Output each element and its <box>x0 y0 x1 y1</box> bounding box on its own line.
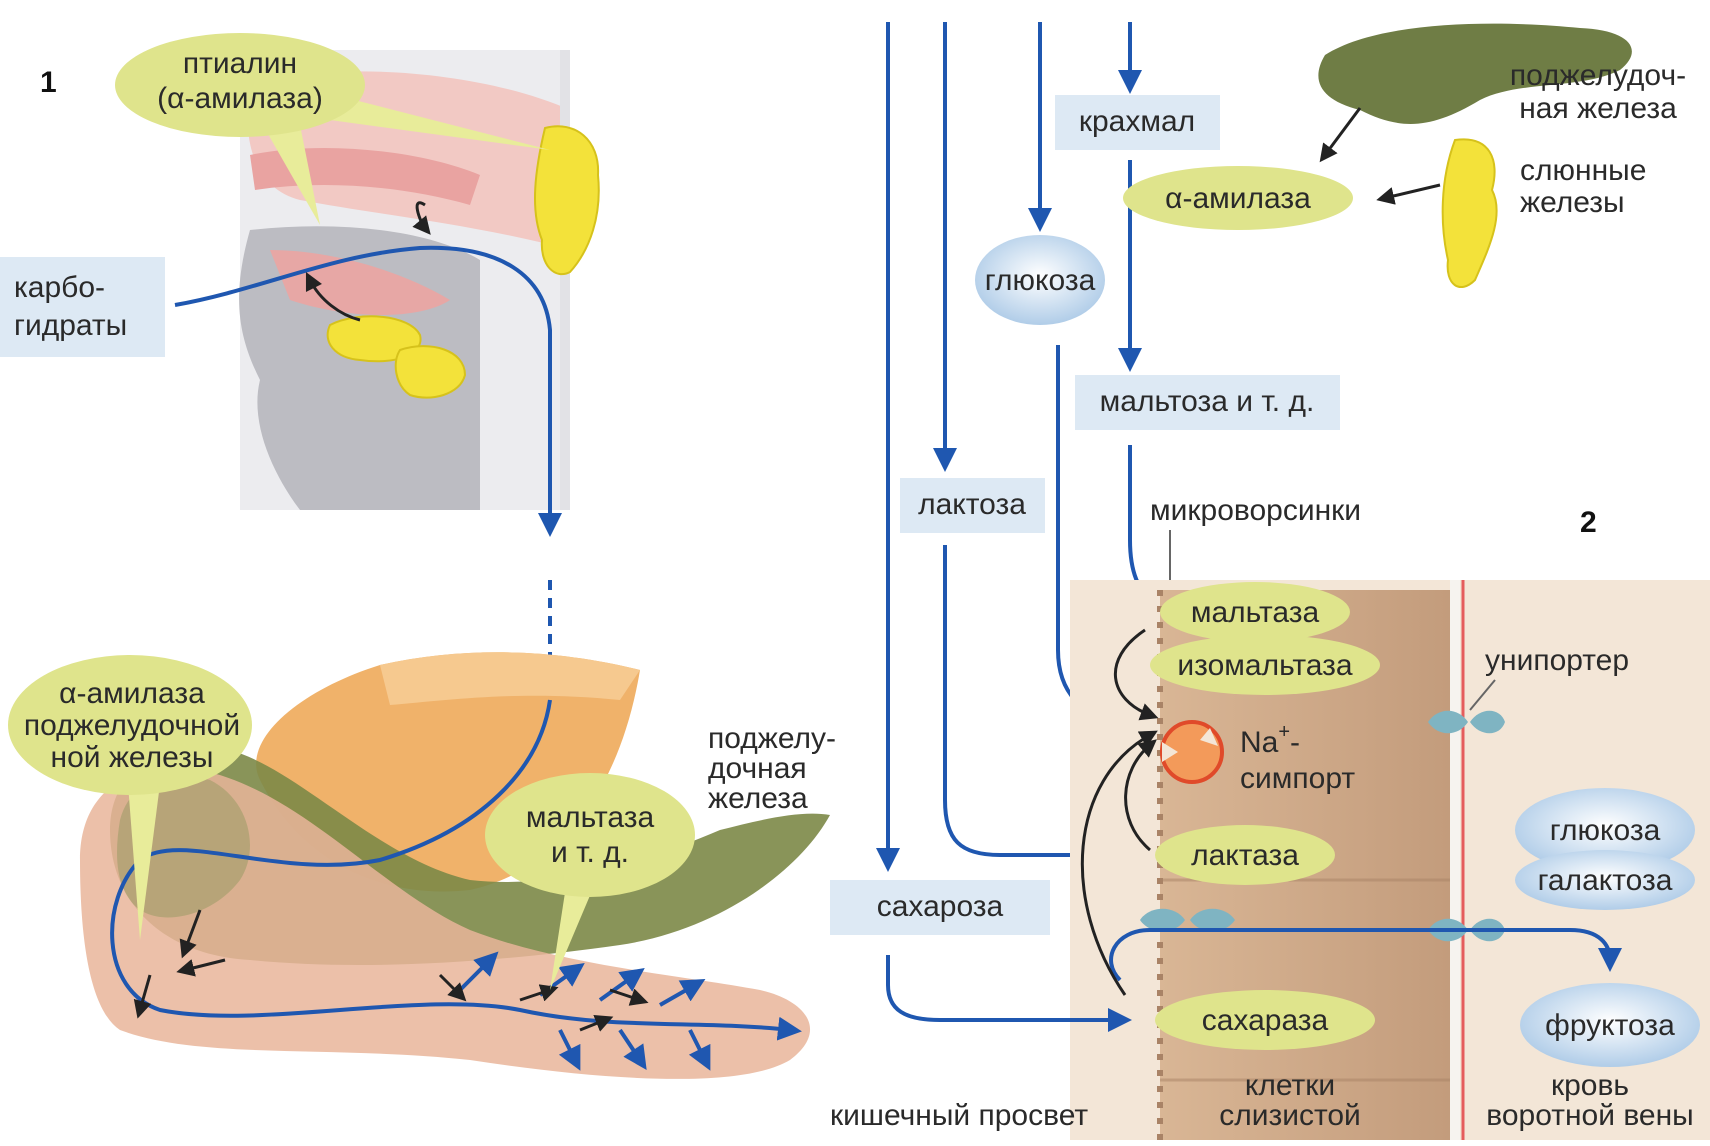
fructose-label: фруктоза <box>1545 1009 1675 1042</box>
pancreas-gland-label-2: ная железа <box>1519 92 1677 125</box>
salivary-gland-image <box>1443 139 1497 287</box>
pancreas-label-1: поджелу- <box>708 722 836 755</box>
na-symporter <box>1162 722 1222 782</box>
portal-blood-label-1: кровь <box>1551 1069 1629 1102</box>
pancreatic-amylase-label-2: поджелудочной <box>24 709 240 742</box>
portal-blood-label-2: воротной вены <box>1486 1099 1694 1132</box>
lactase-label: лактаза <box>1191 839 1299 872</box>
carbs-label-1: карбо- <box>14 271 105 304</box>
lactose-label: лактоза <box>918 488 1026 521</box>
maltase-label: мальтаза <box>1191 596 1320 629</box>
maltase-label-left-1: мальтаза <box>526 801 655 834</box>
symport-label: симпорт <box>1240 762 1355 795</box>
isomaltase-label: изомальтаза <box>1177 649 1352 682</box>
ptyalin-label: птиалин <box>183 47 297 80</box>
pancreas-label-2: дочная <box>708 752 807 785</box>
uniporter-label: унипортер <box>1485 644 1629 677</box>
na-label: Na+- <box>1240 721 1300 759</box>
panel-1: 1 птиалин (α-амилаза) карбо- гидраты <box>0 33 836 1079</box>
lumen-label: кишечный просвет <box>830 1099 1088 1132</box>
pancreatic-amylase-label-1: α-амилаза <box>59 677 205 710</box>
panel-number-1: 1 <box>40 66 57 99</box>
pancreas-gland-label-1: поджелудоч- <box>1510 59 1686 92</box>
glucose-label: глюкоза <box>985 264 1096 297</box>
salivary-to-amylase-arrow <box>1385 185 1440 198</box>
mucosa-label-1: клетки <box>1245 1069 1335 1102</box>
glucose-blood-label: глюкоза <box>1550 814 1661 847</box>
microvilli-label: микроворсинки <box>1150 494 1361 527</box>
alpha-amylase-label: α-амилаза <box>1165 182 1311 215</box>
panel-2: поджелудоч- ная железа слюнные железы кр… <box>830 22 1710 1140</box>
salivary-label-1: слюнные <box>1520 154 1646 187</box>
starch-label: крахмал <box>1079 105 1195 138</box>
maltase-ellipse-left <box>485 773 695 897</box>
carbs-label-2: гидраты <box>14 309 127 342</box>
sucrase-label: сахараза <box>1202 1004 1329 1037</box>
pancreas-to-amylase-arrow <box>1325 108 1360 155</box>
panel-number-2: 2 <box>1580 506 1597 539</box>
pancreas-label-3: железа <box>708 782 808 815</box>
salivary-label-2: железы <box>1520 186 1625 219</box>
pancreatic-amylase-label-3: ной железы <box>51 741 214 774</box>
maltose-label: мальтоза и т. д. <box>1100 385 1315 418</box>
sucrose-label: сахароза <box>877 890 1004 923</box>
flow-to-maltase <box>1130 445 1150 600</box>
alpha-amylase-label: (α-амилаза) <box>157 82 323 115</box>
mucosa-label-2: слизистой <box>1219 1099 1361 1132</box>
maltase-label-left-2: и т. д. <box>551 836 629 869</box>
galactose-label: галактоза <box>1538 864 1673 897</box>
